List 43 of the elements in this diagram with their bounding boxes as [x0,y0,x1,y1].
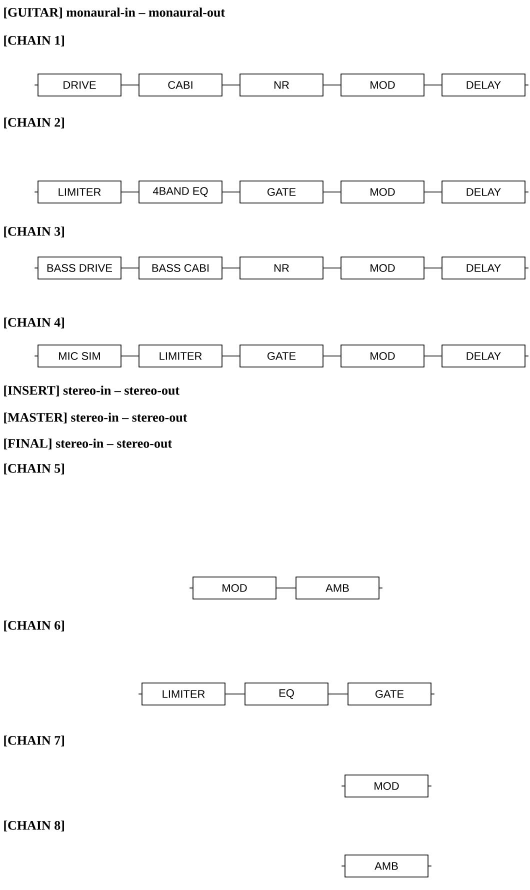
effect-box: GATE [240,180,324,204]
effect-box: MOD [340,74,424,96]
effect-box: DELAY [442,344,526,368]
effect-box: DELAY [442,74,526,96]
section-heading: [CHAIN 3] [4,226,64,238]
section-heading: [CHAIN 2] [4,118,64,128]
effect-box: MOD [340,256,424,280]
effect-box: MOD [344,774,428,798]
effect-box: DELAY [442,256,526,280]
effect-box: 4BAND EQ [138,180,222,204]
effect-box: GATE [240,344,324,368]
section-heading: [CHAIN 8] [4,820,64,832]
connector-line [121,84,139,86]
section-heading: [CHAIN 1] [4,36,64,46]
section-heading: [GUITAR] monaural-in – monaural-out [4,8,225,18]
section-heading: [INSERT] stereo-in – stereo-out [4,386,180,396]
connector-line [222,84,240,86]
effect-box: LIMITER [138,344,222,368]
section-heading: [FINAL] stereo-in – stereo-out [4,438,172,450]
connector-line [323,84,341,86]
effect-box: AMB [344,854,428,878]
effect-box: LIMITER [38,180,122,204]
effect-box: DELAY [442,180,526,204]
effect-box: BASS CABI [138,256,222,280]
effect-box: CABI [138,74,222,96]
section-heading: [CHAIN 4] [4,318,64,328]
section-heading: [MASTER] stereo-in – stereo-out [4,412,188,424]
effect-box: MOD [192,576,276,600]
effect-box: AMB [296,576,380,600]
effect-box: DRIVE [38,74,122,96]
effect-box: MOD [340,344,424,368]
effect-box: LIMITER [142,682,226,706]
effect-box: MIC SIM [38,344,122,368]
effect-box: BASS DRIVE [38,256,122,280]
effect-box: MOD [340,180,424,204]
effect-box: NR [240,256,324,280]
section-heading: [CHAIN 5] [4,464,64,474]
effect-box: NR [240,74,324,96]
connector-line [424,84,442,86]
effect-box: GATE [348,682,432,706]
section-heading: [CHAIN 7] [4,736,64,746]
effect-box: EQ [244,682,328,706]
section-heading: [CHAIN 6] [4,620,64,632]
